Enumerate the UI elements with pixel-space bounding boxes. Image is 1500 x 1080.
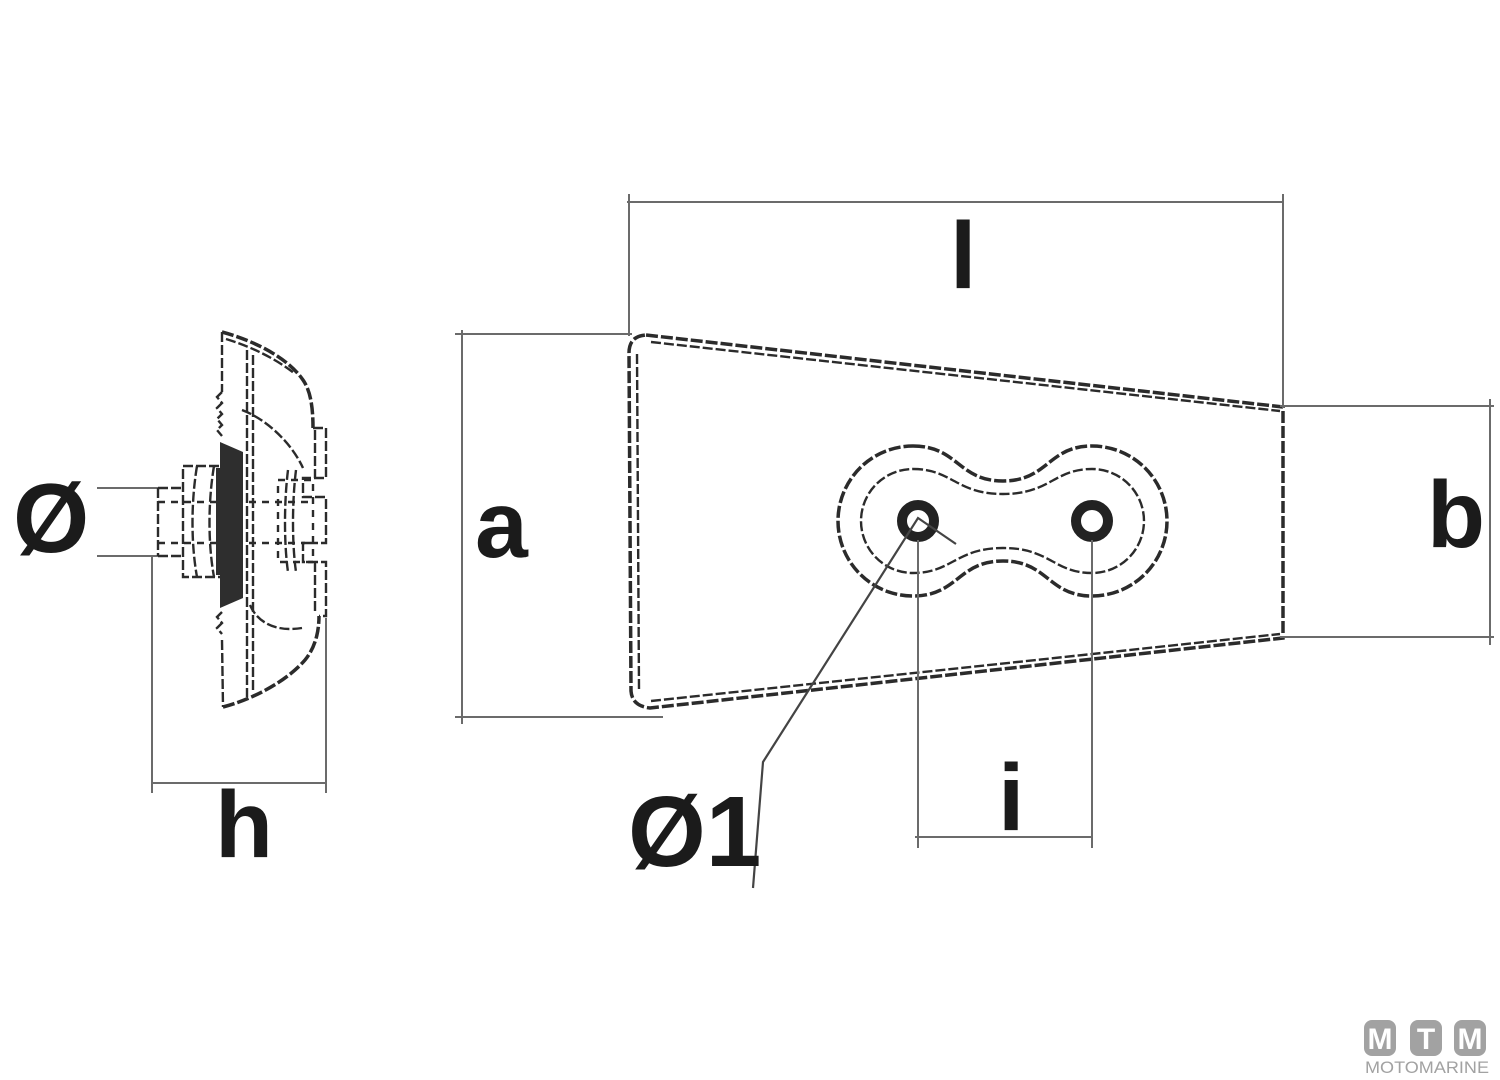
hole-diameter-leader-line (751, 516, 957, 889)
left-bolt-hole (897, 500, 939, 542)
mtm-logo: M T M MOTOMARINE (1364, 1020, 1489, 1077)
cup-inner-contour-upper (241, 408, 305, 469)
hole-diameter-label: Ø1 (628, 776, 761, 888)
depth-label: h (215, 772, 273, 878)
large-end-dimension (455, 330, 663, 724)
flange-wall-shading (220, 442, 243, 608)
flange-left-edge-lower (220, 639, 225, 708)
logo-wordmark: MOTOMARINE (1365, 1058, 1489, 1077)
flange-left-serration-upper (215, 391, 224, 437)
body-inner-contour (635, 340, 1281, 703)
small-end-label: b (1427, 462, 1485, 568)
large-end-label: a (475, 472, 529, 578)
depth-extension-lines (151, 556, 327, 793)
hidden-boss-outline (276, 478, 315, 564)
logo-letter-m2: M (1458, 1023, 1483, 1056)
length-label: l (950, 203, 976, 309)
flange-left-serration-lower (215, 611, 224, 635)
stud-diameter-label: Ø (13, 463, 89, 573)
cup-inner-contour-lower (248, 604, 303, 631)
hole-spacing-label: i (998, 745, 1024, 851)
flange-top-inner-line (225, 337, 295, 374)
boss-outer-contour (836, 444, 1169, 598)
flange-castellated-edge (301, 426, 328, 618)
logo-letter-m1: M (1368, 1023, 1393, 1056)
disc-edge-lines (245, 350, 255, 697)
logo-block-1 (1364, 1020, 1396, 1056)
length-dimension (627, 194, 1284, 408)
cup-wall-curves (283, 469, 298, 573)
front-view: l a b i Ø1 (455, 194, 1494, 889)
body-outline (627, 333, 1285, 710)
logo-block-3 (1454, 1020, 1486, 1056)
right-bolt-hole (1071, 500, 1113, 542)
flange-bottom-outline (222, 615, 321, 709)
flange-top-outline (221, 330, 315, 429)
hole-spacing-extension-lines (917, 540, 1093, 848)
small-end-dimension (1280, 399, 1494, 645)
logo-letter-t: T (1417, 1023, 1435, 1056)
stud-outline (156, 486, 183, 558)
nut-chamfer-curves (191, 465, 216, 578)
stud-diameter-extension-lines (97, 487, 158, 557)
side-view: Ø h (13, 330, 328, 878)
logo-block-2 (1410, 1020, 1442, 1056)
